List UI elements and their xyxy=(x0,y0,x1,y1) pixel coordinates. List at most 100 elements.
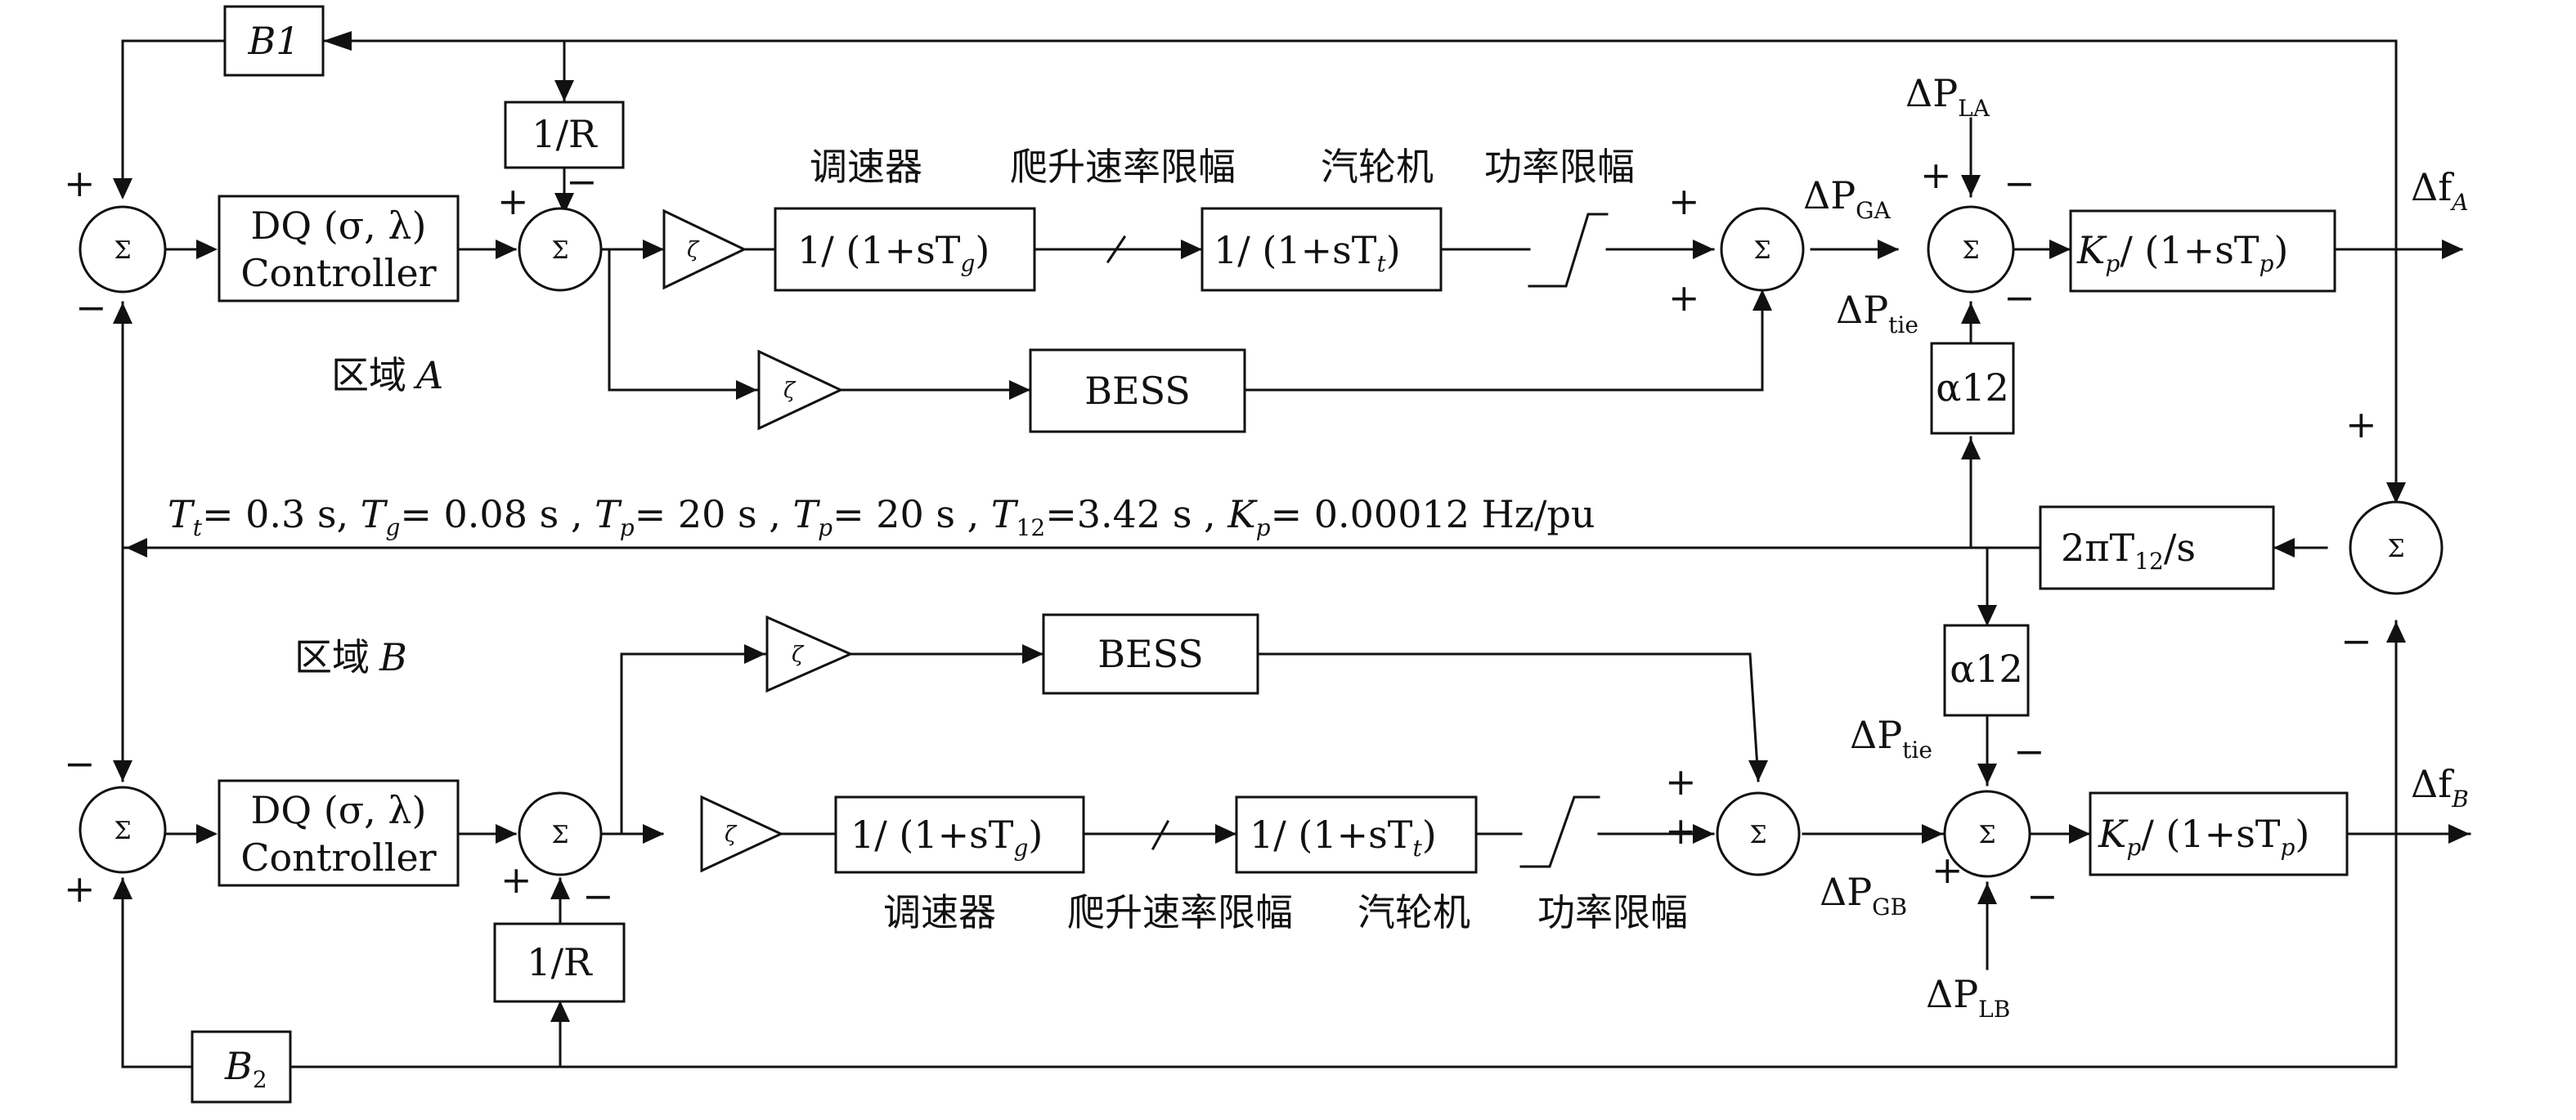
arrow-into-bess-a xyxy=(1009,380,1030,400)
delta-p-ga: ΔPGA xyxy=(1803,173,1892,224)
alpha-block-top: α12 xyxy=(1930,342,2015,435)
arrow-up-to-sync-sum xyxy=(2386,621,2406,643)
arrow-into-sum4-b xyxy=(1922,824,1943,844)
delta-f-b: ΔfB xyxy=(2411,762,2469,813)
arrow-down-sum1-b xyxy=(113,760,132,782)
svg-text:ζ: ζ xyxy=(783,379,797,403)
svg-text:Kp/ (1+sTp): Kp/ (1+sTp) xyxy=(2098,812,2309,861)
arrow-into-sum3-b xyxy=(1693,824,1714,844)
droop-block-bottom: 1/R xyxy=(493,922,626,1003)
alpha-block-bottom: α12 xyxy=(1943,624,2030,717)
svg-text:1/ (1+sTt): 1/ (1+sTt) xyxy=(1250,813,1437,862)
svg-text:1/R: 1/R xyxy=(527,940,593,984)
sign: + xyxy=(1665,809,1697,853)
arrow-into-sync-block xyxy=(2273,538,2295,558)
b1-block: B1 xyxy=(223,5,325,77)
caption-ramp-a: 爬升速率限幅 xyxy=(1010,145,1236,189)
caption-power-b: 功率限幅 xyxy=(1537,890,1688,934)
svg-text:BESS: BESS xyxy=(1097,632,1204,676)
sign: − xyxy=(75,285,107,329)
sign: − xyxy=(2004,276,2035,320)
sign: + xyxy=(64,161,96,205)
svg-text:DQ (σ, λ): DQ (σ, λ) xyxy=(251,204,427,248)
amp1-a: ζ xyxy=(662,208,747,290)
arrow-into-sum2-a xyxy=(496,240,517,259)
svg-text:Controller: Controller xyxy=(240,836,436,880)
arrow-into-turbine-a xyxy=(1181,240,1202,259)
svg-text:ζ: ζ xyxy=(725,822,738,847)
b2-block: B2 xyxy=(191,1030,292,1104)
sign: + xyxy=(64,867,96,911)
droop-block-top: 1/R xyxy=(504,101,625,169)
svg-text:α12: α12 xyxy=(1950,647,2023,691)
arrow-load-a xyxy=(1961,175,1981,196)
arrow-into-controller-a xyxy=(196,240,218,259)
svg-text:α12: α12 xyxy=(1936,365,2009,410)
arrow-into-kp-a xyxy=(2049,240,2071,259)
arrow-down-to-sync-sum xyxy=(2386,482,2406,504)
arrow-up-sum1-b xyxy=(113,878,132,899)
sign: + xyxy=(1668,179,1700,223)
sum1-a: Σ xyxy=(79,205,167,293)
sign: − xyxy=(2004,161,2035,205)
arrow-into-bess-b xyxy=(1022,644,1043,664)
sum1-b: Σ xyxy=(79,786,167,874)
svg-text:Σ: Σ xyxy=(1749,821,1766,849)
svg-text:Σ: Σ xyxy=(1962,236,1979,265)
svg-text:Σ: Σ xyxy=(551,821,568,849)
arrow-up-into-1r-bottom xyxy=(550,1001,570,1022)
sign: + xyxy=(497,179,529,223)
controller-b: DQ (σ, λ) Controller xyxy=(218,779,460,887)
svg-text:DQ (σ, λ): DQ (σ, λ) xyxy=(251,788,427,832)
amp2-a: ζ xyxy=(757,349,844,431)
svg-text:Kp/ (1+sTp): Kp/ (1+sTp) xyxy=(2076,228,2288,277)
arrow-output-a xyxy=(2442,240,2463,259)
svg-text:ζ: ζ xyxy=(687,238,700,262)
caption-ramp-b: 爬升速率限幅 xyxy=(1067,890,1293,934)
arrow-into-amp1-b xyxy=(643,824,664,844)
svg-text:BESS: BESS xyxy=(1084,369,1191,413)
turbine-a: 1/ (1+sTt) xyxy=(1200,207,1443,292)
arrow-into-1r-top xyxy=(554,80,574,101)
svg-text:Σ: Σ xyxy=(1753,236,1770,265)
governor-a: 1/ (1+sTg) xyxy=(774,207,1036,292)
delta-f-a: ΔfA xyxy=(2411,165,2468,216)
arrow-into-controller-b xyxy=(196,824,218,844)
sum4-a: Σ xyxy=(1927,205,2015,293)
sign: − xyxy=(582,874,614,918)
sync-coefficient-block: 2πT12/s xyxy=(2039,505,2275,590)
governor-b: 1/ (1+sTg) xyxy=(834,795,1085,874)
amp2-b: ζ xyxy=(765,615,854,693)
svg-text:1/ (1+sTg): 1/ (1+sTg) xyxy=(850,813,1043,862)
arrow-into-alpha-bottom xyxy=(1977,605,1997,626)
svg-text:2πT12/s: 2πT12/s xyxy=(2061,526,2196,575)
arrow-up-sum1-a xyxy=(113,302,132,324)
sum2-b: Σ xyxy=(518,791,603,876)
controller-a: DQ (σ, λ) Controller xyxy=(218,195,460,302)
power-system-b: Kp/ (1+sTp) xyxy=(2089,791,2349,876)
sign: − xyxy=(64,741,96,786)
svg-text:Σ: Σ xyxy=(2387,535,2404,563)
amp1-b: ζ xyxy=(700,795,784,873)
arrow-up-into-sum3-a xyxy=(1752,289,1772,311)
sync-sum: Σ xyxy=(2349,500,2444,595)
arrow-into-alpha-top xyxy=(1961,438,1981,459)
svg-text:1/R: 1/R xyxy=(532,112,598,156)
svg-text:Σ: Σ xyxy=(1978,821,1995,849)
arrow-to-b1 xyxy=(323,31,352,51)
delta-p-tie-a: ΔPtie xyxy=(1836,288,1919,338)
caption-power-a: 功率限幅 xyxy=(1484,145,1635,189)
signs: + − + − + + + − − + − − + + − + + − + − xyxy=(64,153,2377,918)
arrow-into-sum2-b xyxy=(496,824,517,844)
arrow-up-into-sum2-b xyxy=(550,878,570,899)
svg-text:B1: B1 xyxy=(247,19,299,63)
delta-p-gb: ΔPGB xyxy=(1820,870,1907,921)
sign: + xyxy=(500,858,532,902)
sum4-b: Σ xyxy=(1943,790,2031,878)
arrow-into-sum3-a xyxy=(1693,240,1714,259)
delta-p-tie-b: ΔPtie xyxy=(1850,713,1932,764)
sign: + xyxy=(2345,402,2377,446)
